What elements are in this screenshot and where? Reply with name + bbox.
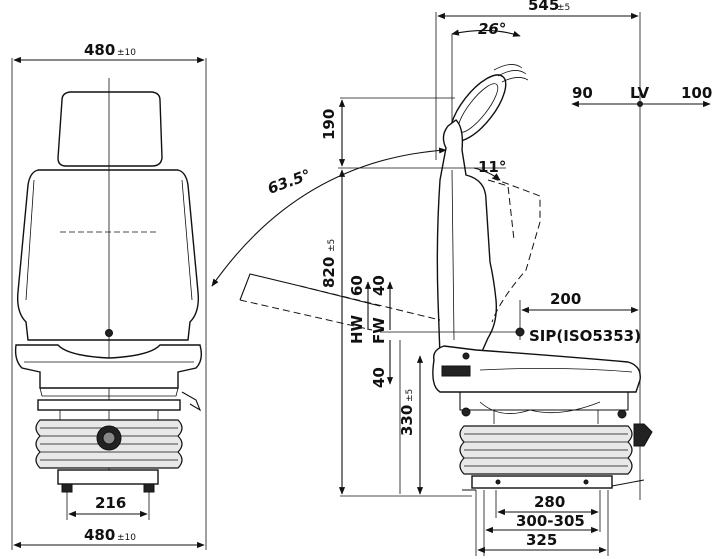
seat-height-tolerance: ±5	[405, 389, 415, 402]
overall-height-value: 820	[320, 257, 338, 288]
backrest-reclined-outline	[491, 177, 541, 323]
rail-300-305-value: 300-305	[516, 512, 585, 530]
backrest-angle-arc	[451, 29, 521, 37]
weight-adjust-knob-center	[102, 431, 116, 445]
recline-angle-arc	[211, 147, 447, 287]
top-width-value: 480	[84, 41, 115, 59]
seat-height-value: 330	[398, 405, 416, 436]
seat-cushion-side	[432, 345, 641, 393]
rail-spacing-value: 216	[95, 494, 126, 512]
backrest-angle-value: 26°	[478, 20, 506, 38]
headrest-height-value: 190	[320, 109, 338, 140]
side-lever-front	[181, 391, 202, 412]
sip-label: SIP(ISO5353)	[529, 327, 641, 345]
hw-label: HW	[348, 314, 366, 344]
sip-point	[515, 327, 525, 337]
lv-label: LV	[630, 84, 649, 102]
lv-left-value: 90	[572, 84, 593, 102]
bottom-width-tolerance: ±10	[117, 533, 136, 543]
top-width-tolerance: ±10	[117, 48, 136, 58]
hw-travel-value: 60	[348, 275, 366, 296]
front-rail-left	[61, 483, 73, 493]
weight-knob-side	[633, 423, 653, 447]
overall-height-tolerance: ±5	[327, 239, 337, 252]
side-view: 545 ±5 26° 90 LV 100 190 11°	[211, 0, 712, 556]
recline-angle-value: 63.5°	[265, 166, 313, 198]
tilt-angle-value: 11°	[478, 158, 506, 176]
front-upper-frame	[37, 399, 181, 411]
side-bellows	[459, 425, 633, 475]
adjust-handle-side	[441, 365, 471, 377]
front-sip-dot	[105, 329, 113, 337]
rail-325-value: 325	[526, 531, 557, 549]
folded-backrest-dashed	[239, 285, 441, 331]
front-rail-right	[143, 483, 155, 493]
seat-cushion-front	[14, 344, 203, 389]
fw-up-value: 40	[370, 275, 388, 296]
tilt-angle-arc	[473, 167, 501, 181]
depth-tolerance: ±5	[557, 3, 570, 13]
front-base	[57, 469, 159, 485]
fw-down-value: 40	[370, 367, 388, 388]
base-side	[471, 475, 613, 489]
fw-label: FW	[370, 317, 388, 344]
headrest-front	[57, 91, 163, 167]
lv-right-value: 100	[681, 84, 712, 102]
rail-280-value: 280	[534, 493, 565, 511]
depth-value: 545	[528, 0, 559, 14]
front-view: 480 ±10	[11, 41, 207, 550]
backrest-front	[16, 169, 200, 341]
sip-offset-value: 200	[550, 290, 581, 308]
bottom-width-value: 480	[84, 526, 115, 544]
backrest-side	[436, 119, 498, 357]
slide-frame-side	[459, 392, 629, 411]
